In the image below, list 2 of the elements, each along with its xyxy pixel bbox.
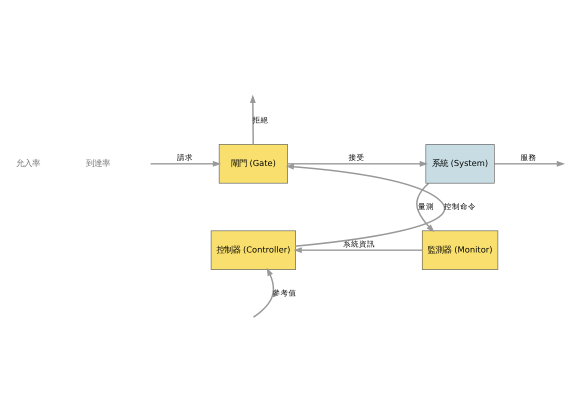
label: 到達率 xyxy=(86,158,110,168)
label: 允入率 xyxy=(16,158,40,168)
